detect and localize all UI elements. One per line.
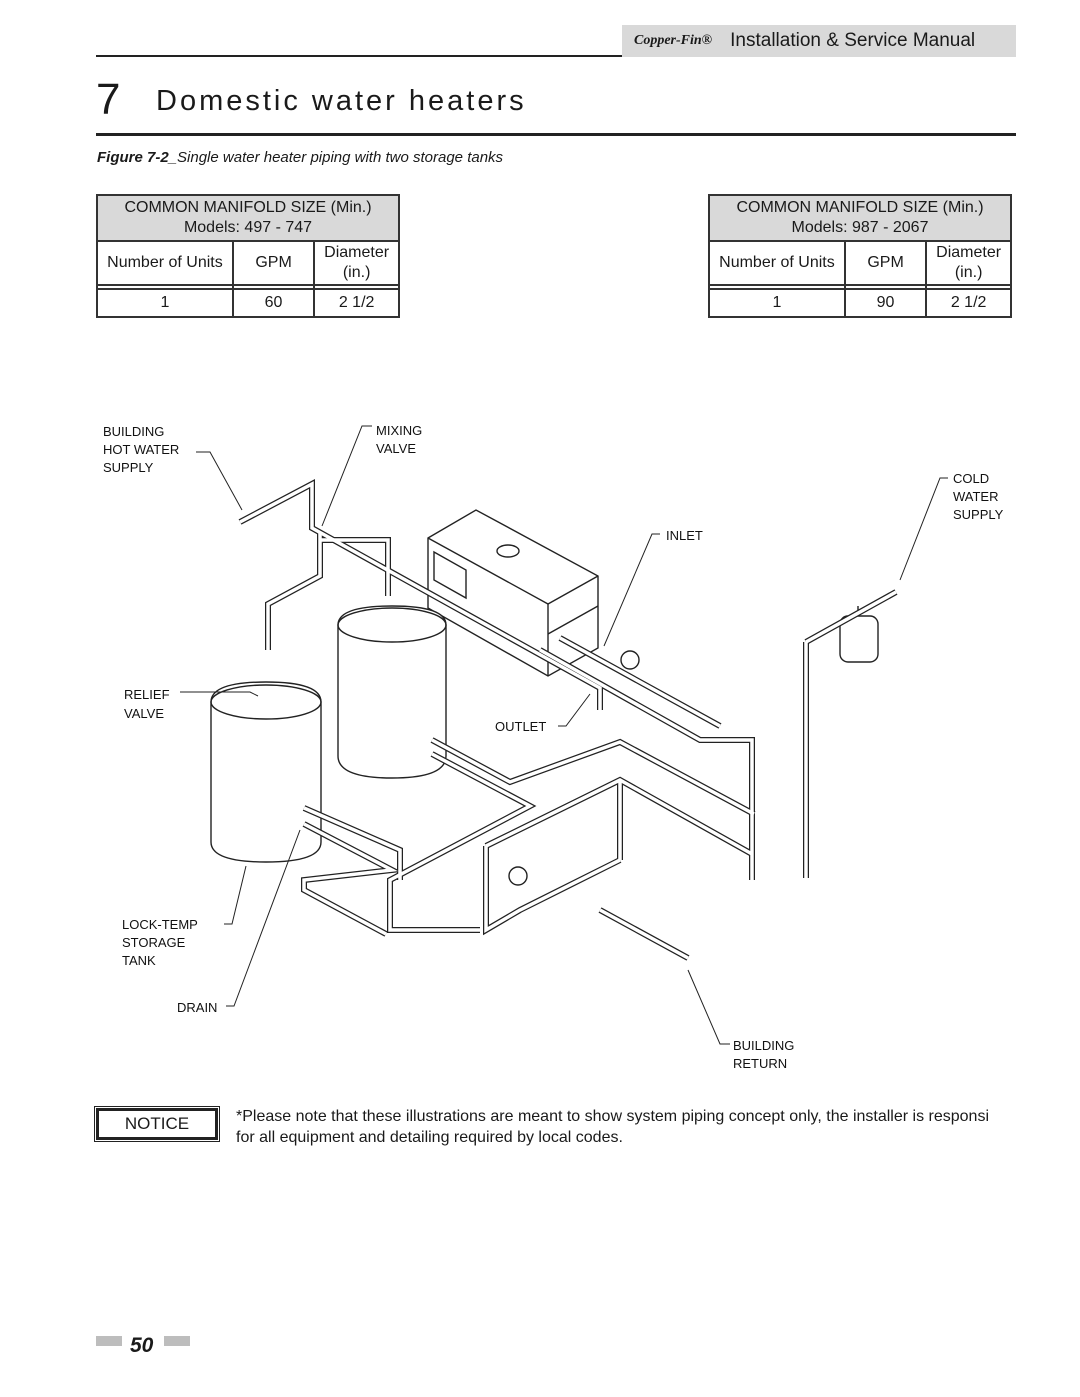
diagram-labels: BUILDING HOT WATER SUPPLY MIXING VALVE COLD… — [103, 423, 1004, 1071]
col-diameter-label: Diameter — [324, 244, 390, 261]
label-relief-valve-1: RELIEF — [124, 687, 170, 702]
table-models: Models: 497 - 747 — [183, 219, 313, 236]
table-header: COMMON MANIFOLD SIZE (Min.) Models: 987 … — [708, 194, 1012, 242]
header-box: Copper-Fin® Installation & Service Manua… — [622, 25, 1016, 57]
label-building-return-1: BUILDING — [733, 1038, 794, 1053]
notice-label-box: NOTICE — [94, 1106, 220, 1142]
col-diameter: Diameter (in.) — [313, 240, 400, 286]
col-gpm: GPM — [231, 240, 316, 286]
table-title: COMMON MANIFOLD SIZE (Min.) — [736, 199, 984, 216]
col-diameter-unit: (in.) — [954, 264, 983, 281]
manifold-table-left: COMMON MANIFOLD SIZE (Min.) Models: 497 … — [96, 194, 400, 318]
col-gpm: GPM — [843, 240, 928, 286]
page-bar-left — [96, 1336, 122, 1346]
label-building-hot-water-1: BUILDING — [103, 424, 164, 439]
label-cold-water-3: SUPPLY — [953, 507, 1004, 522]
label-mixing-valve-2: VALVE — [376, 441, 416, 456]
col-diameter: Diameter (in.) — [925, 240, 1012, 286]
water-heater-unit — [427, 509, 599, 677]
figure-label: Figure 7-2 — [97, 149, 169, 166]
cell-diameter: 2 1/2 — [925, 288, 1012, 318]
figure-caption: Figure 7-2_Single water heater piping wi… — [97, 149, 503, 166]
label-lock-temp-2: STORAGE — [122, 935, 186, 950]
label-mixing-valve-1: MIXING — [376, 423, 422, 438]
cell-diameter: 2 1/2 — [313, 288, 400, 318]
storage-tank-right — [337, 605, 447, 779]
table-models: Models: 987 - 2067 — [791, 219, 929, 236]
storage-tank-left — [210, 681, 322, 863]
label-building-return-2: RETURN — [733, 1056, 787, 1071]
label-drain: DRAIN — [177, 1000, 217, 1015]
table-header: COMMON MANIFOLD SIZE (Min.) Models: 497 … — [96, 194, 400, 242]
label-inlet: INLET — [666, 528, 703, 543]
notice-line-2: for all equipment and detailing required… — [236, 1129, 623, 1146]
col-diameter-label: Diameter — [936, 244, 1002, 261]
col-units: Number of Units — [96, 240, 234, 286]
table-title: COMMON MANIFOLD SIZE (Min.) — [124, 199, 372, 216]
cell-gpm: 60 — [231, 288, 316, 318]
label-lock-temp-1: LOCK-TEMP — [122, 917, 198, 932]
notice-line-1: *Please note that these illustrations ar… — [236, 1108, 989, 1125]
label-cold-water-2: WATER — [953, 489, 999, 504]
cell-units: 1 — [708, 288, 846, 318]
piping-diagram: BUILDING HOT WATER SUPPLY MIXING VALVE COLD… — [103, 423, 1004, 1071]
cell-gpm: 90 — [843, 288, 928, 318]
label-lock-temp-3: TANK — [122, 953, 156, 968]
leader-lines — [180, 425, 948, 1045]
chapter-title: Domestic water heaters — [156, 85, 527, 117]
title-rule — [96, 133, 1016, 136]
label-cold-water-1: COLD — [953, 471, 989, 486]
cell-units: 1 — [96, 288, 234, 318]
manual-title: Installation & Service Manual — [730, 30, 976, 51]
pump-icon — [508, 650, 640, 886]
label-building-hot-water-2: HOT WATER — [103, 442, 179, 457]
notice-label: NOTICE — [124, 1114, 190, 1133]
notice-text: *Please note that these illustrations ar… — [236, 1106, 1080, 1148]
col-diameter-unit: (in.) — [342, 264, 371, 281]
label-building-hot-water-3: SUPPLY — [103, 460, 154, 475]
page-number: 50 — [130, 1334, 154, 1357]
label-relief-valve-2: VALVE — [124, 706, 164, 721]
piping-inner — [239, 481, 897, 960]
chapter-number: 7 — [96, 75, 121, 124]
label-outlet: OUTLET — [495, 719, 546, 734]
brand-logo: Copper-Fin® — [634, 33, 713, 48]
col-units: Number of Units — [708, 240, 846, 286]
page-bar-right — [164, 1336, 190, 1346]
header-rule — [96, 55, 666, 57]
figure-caption-text: _Single water heater piping with two sto… — [168, 149, 504, 166]
manifold-table-right: COMMON MANIFOLD SIZE (Min.) Models: 987 … — [708, 194, 1012, 318]
